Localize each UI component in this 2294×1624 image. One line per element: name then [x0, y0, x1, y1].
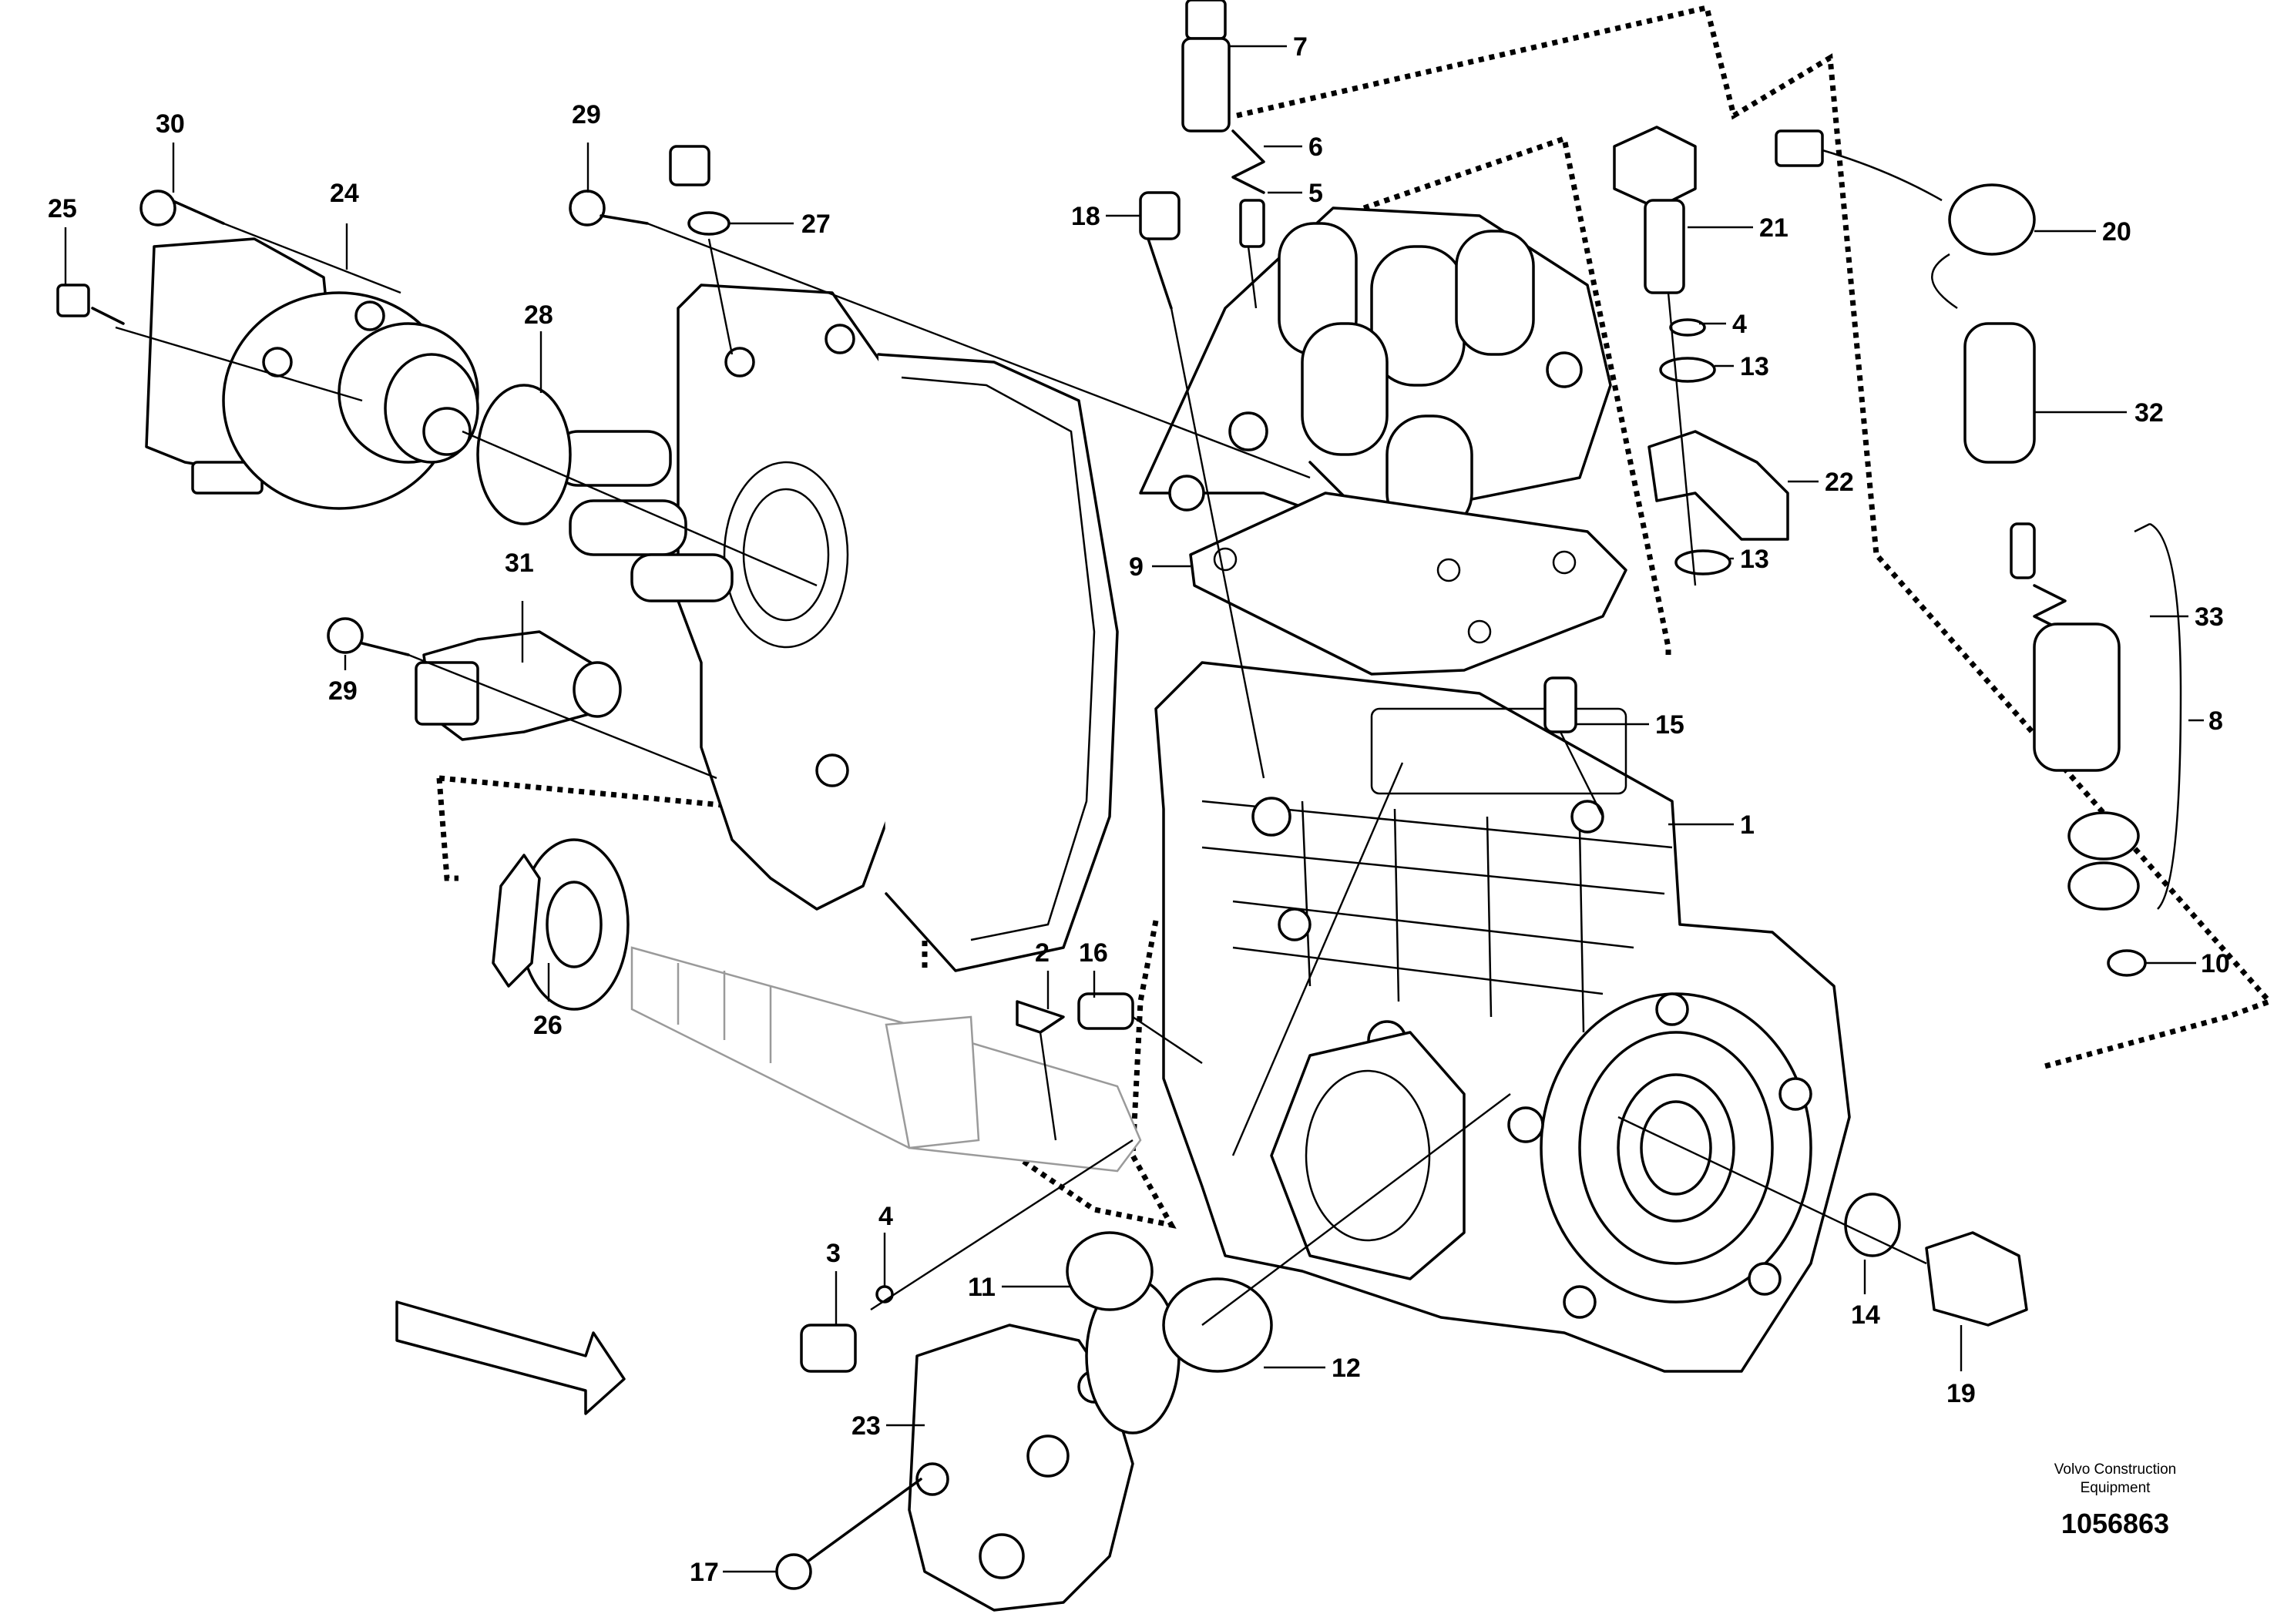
callout-2: 2 [1035, 938, 1050, 968]
callout-14: 14 [1851, 1300, 1880, 1330]
callout-7: 7 [1293, 32, 1308, 62]
drive-shaft [492, 838, 1142, 1173]
callout-4-lower: 4 [878, 1202, 893, 1231]
callout-6: 6 [1308, 133, 1323, 162]
callout-leaders [64, 45, 2204, 1573]
callout-29-upper: 29 [572, 100, 601, 129]
credit-line-2: Equipment [2081, 1480, 2151, 1496]
callout-16: 16 [1079, 938, 1108, 968]
upper-distributor-block [1139, 206, 1612, 549]
callout-27: 27 [801, 210, 831, 239]
callout-33: 33 [2195, 602, 2224, 632]
callout-28: 28 [524, 300, 553, 330]
callout-12: 12 [1332, 1354, 1361, 1383]
callout-26: 26 [533, 1011, 563, 1040]
document-number: 1056863 [2061, 1508, 2169, 1539]
callout-8: 8 [2208, 706, 2223, 736]
publisher-credit: Volvo Construction Equipment 1056863 [2054, 1461, 2176, 1539]
callout-24: 24 [330, 179, 359, 208]
upper-block-dashed-boundary [1362, 135, 1671, 655]
callout-31: 31 [505, 549, 534, 578]
callout-3: 3 [826, 1239, 841, 1268]
callout-23: 23 [851, 1411, 881, 1441]
credit-line-1: Volvo Construction [2054, 1461, 2176, 1478]
callout-10: 10 [2201, 949, 2230, 978]
callout-22: 22 [1825, 468, 1854, 497]
pump-housing [1154, 661, 1851, 1373]
large-o-ring [476, 384, 572, 525]
callout-17: 17 [690, 1558, 719, 1587]
pressure-actuator [145, 237, 479, 510]
gasket-plate [1189, 492, 1627, 676]
callout-32: 32 [2134, 398, 2164, 428]
gear-pump [908, 1277, 1181, 1612]
direction-arrow [395, 1300, 626, 1415]
callout-5: 5 [1308, 179, 1323, 208]
callout-30: 30 [156, 109, 185, 139]
callout-20: 20 [2102, 217, 2131, 247]
callout-13-upper: 13 [1740, 352, 1769, 381]
callout-11: 11 [968, 1273, 996, 1302]
callout-29-lower: 29 [328, 676, 358, 706]
shaft-dashed-boundary [1008, 920, 1177, 1229]
assembly-axis-lines [115, 222, 1927, 1326]
callout-13-lower: 13 [1740, 545, 1769, 574]
callout-18: 18 [1071, 202, 1100, 231]
callout-9: 9 [1129, 552, 1144, 582]
outer-dashed-boundary [1236, 4, 2275, 1070]
callout-19: 19 [1946, 1379, 1976, 1408]
callout-labels: 1 2 3 4 4 5 6 7 8 9 10 11 12 13 13 14 15… [48, 32, 2230, 1587]
speed-sensor [415, 630, 622, 741]
callout-4-upper: 4 [1732, 310, 1747, 339]
callout-25: 25 [48, 194, 77, 223]
callout-15: 15 [1655, 710, 1684, 740]
callout-21: 21 [1759, 213, 1789, 243]
rear-cover [553, 284, 1119, 972]
callout-1: 1 [1740, 810, 1755, 840]
